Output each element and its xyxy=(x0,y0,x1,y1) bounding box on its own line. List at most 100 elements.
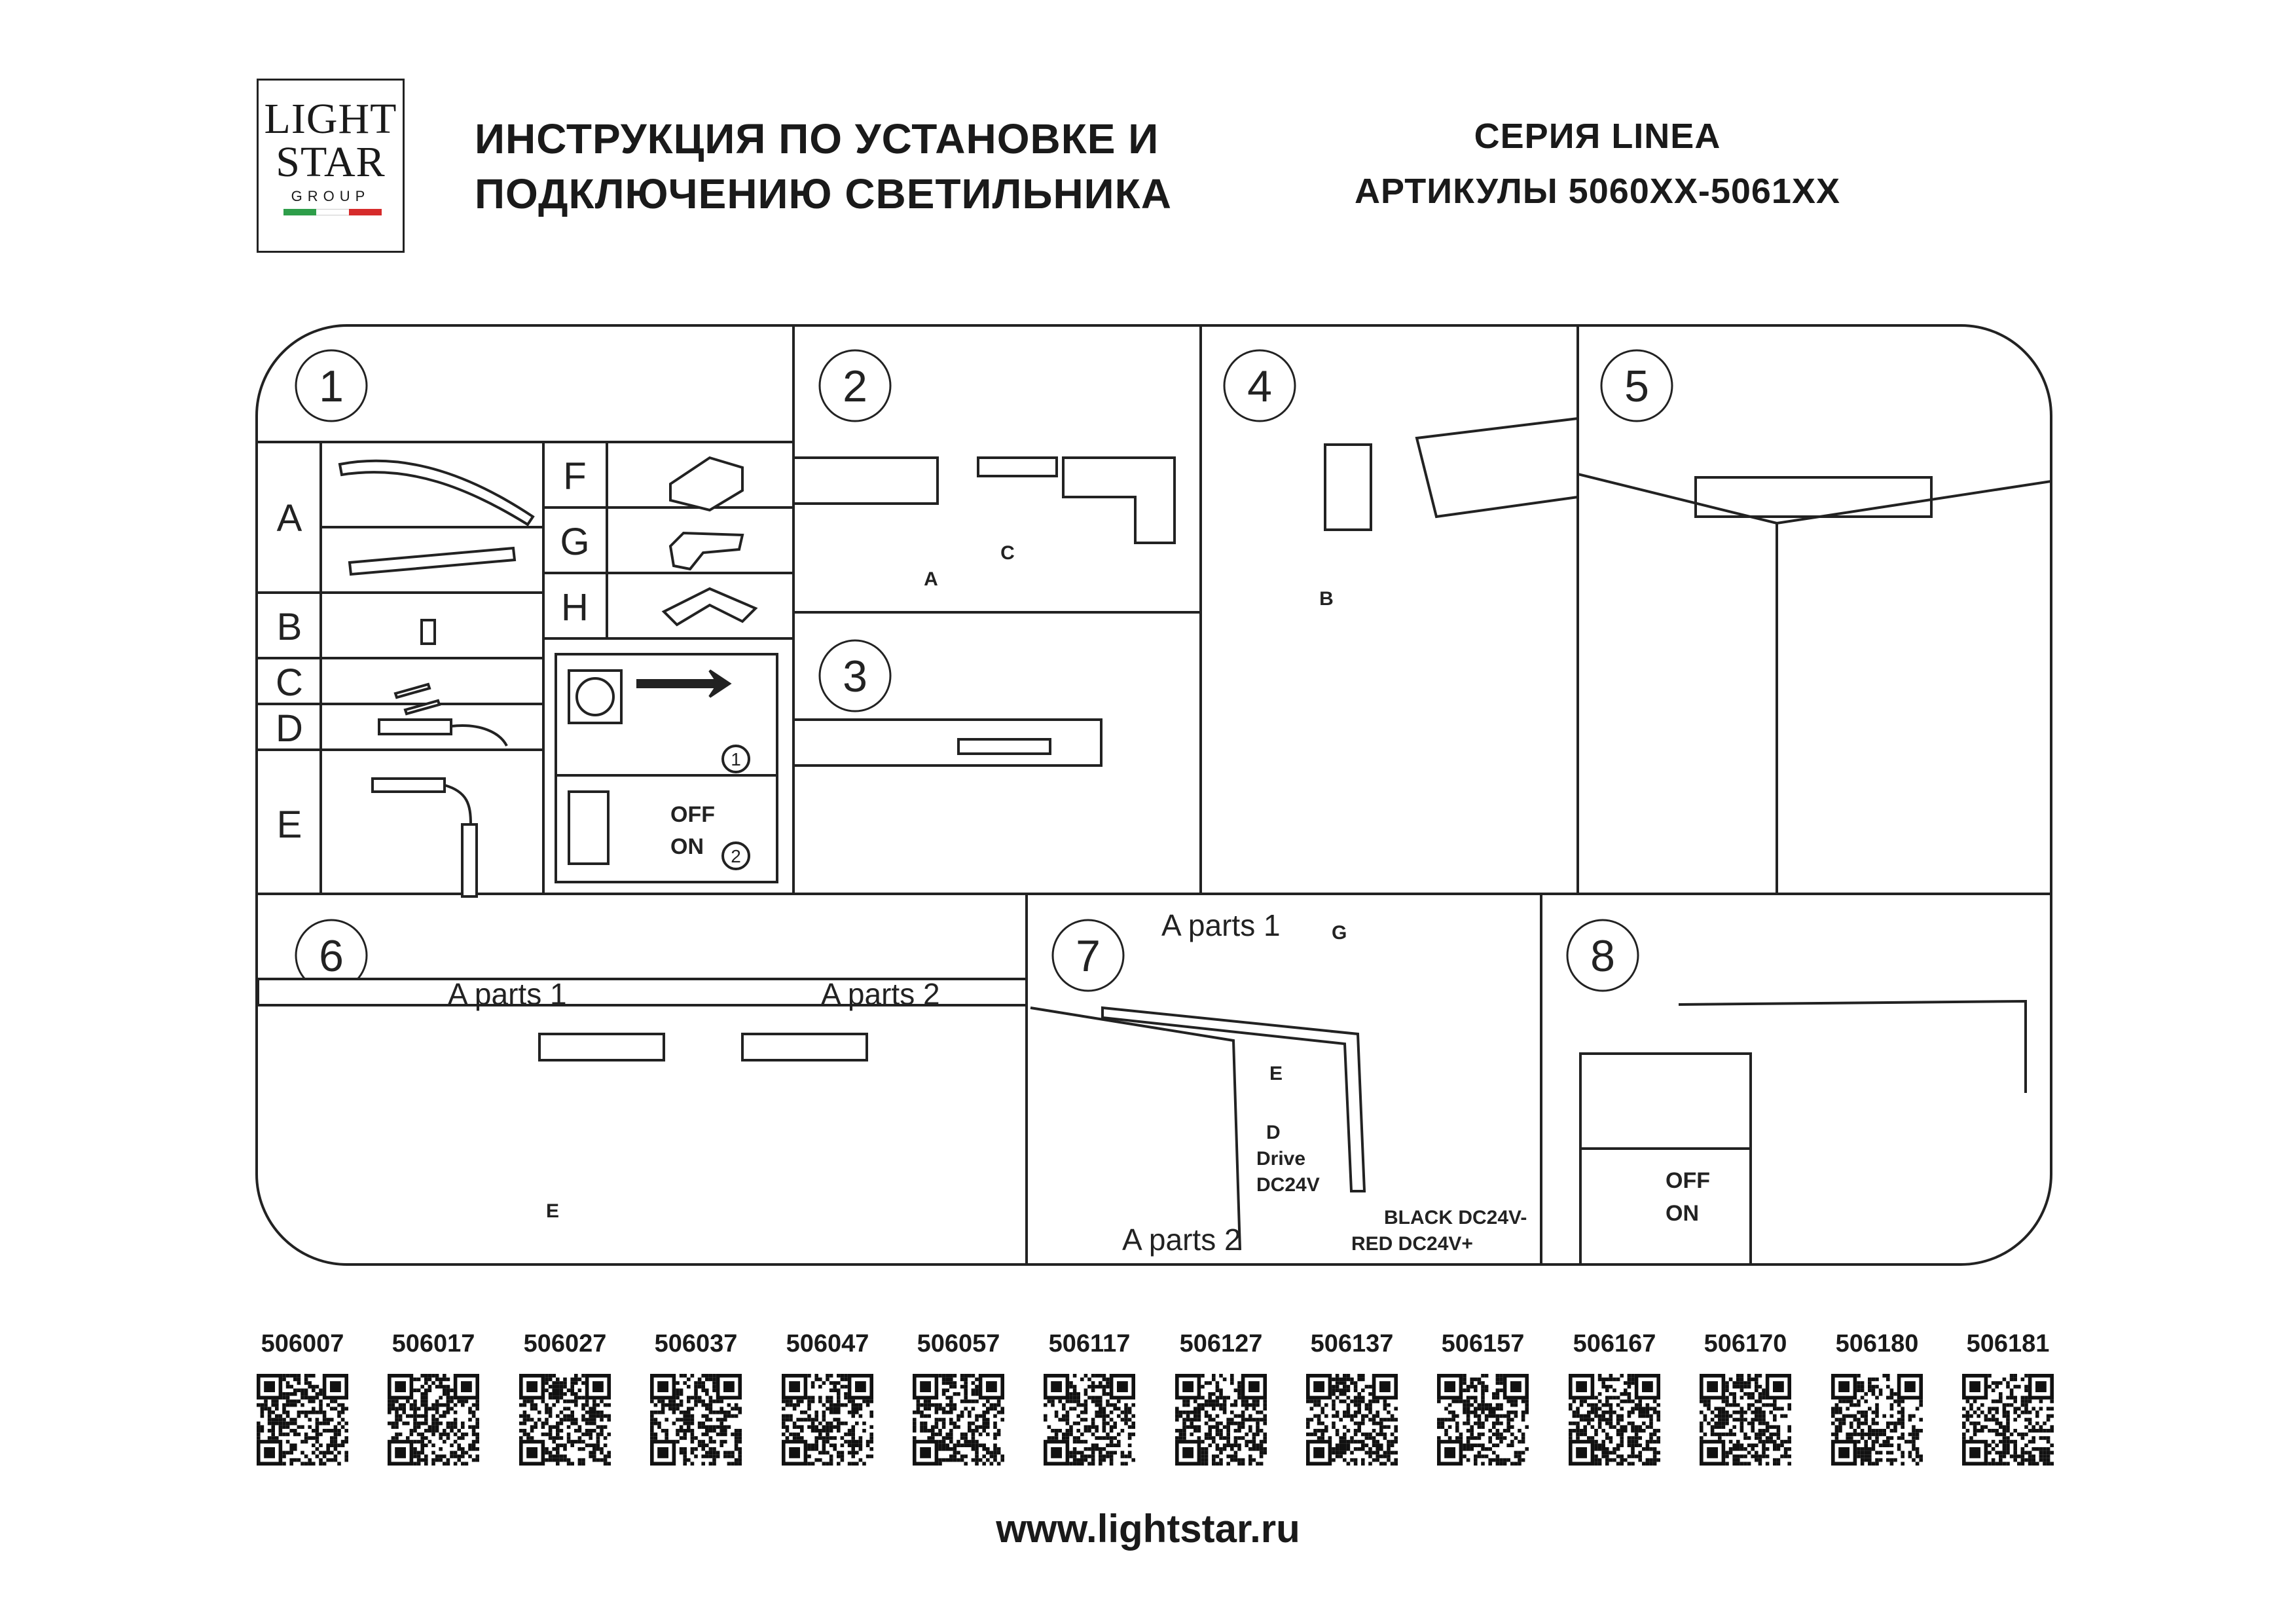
switch-on-label-8: ON xyxy=(1666,1201,1699,1226)
power-block-drawing xyxy=(1324,416,1579,531)
connector-screw-drawing xyxy=(792,718,1102,767)
qr-code-number: 506007 xyxy=(261,1330,344,1357)
drive-voltage-label: DC24V xyxy=(1256,1174,1320,1196)
qr-code-icon xyxy=(1044,1374,1135,1466)
switch-off-label-8: OFF xyxy=(1666,1168,1710,1193)
brand-logo: LIGHT STAR GROUP xyxy=(257,79,405,253)
qr-code-strip: 506007 506017 506027 506037 506047 506057 5061… xyxy=(257,1329,2054,1493)
switch-off-label-1: OFF xyxy=(670,802,715,827)
document-title: ИНСТРУКЦИЯ ПО УСТАНОВКЕ И ПОДКЛЮЧЕНИЮ СВ… xyxy=(475,111,1172,221)
series-name: СЕРИЯ LINEA xyxy=(1474,117,1721,156)
qr-code-number: 506180 xyxy=(1835,1330,1919,1357)
switch-step-2: 2 xyxy=(731,846,741,866)
part-label-c: C xyxy=(276,661,303,704)
part-label-d: D xyxy=(276,707,303,750)
step-number-4: 4 xyxy=(1247,361,1272,411)
socket-switch-box xyxy=(555,653,778,883)
qr-code-icon xyxy=(388,1374,479,1466)
qr-code-icon xyxy=(1700,1374,1791,1466)
qr-code-number: 506017 xyxy=(392,1330,475,1357)
qr-code-item: 506137 xyxy=(1306,1329,1398,1466)
qr-code-icon xyxy=(1569,1374,1660,1466)
socket-step-1: 1 xyxy=(731,749,741,769)
instruction-panel: 1 2 3 4 5 6 7 8 A B C D E F G H xyxy=(255,324,2052,1266)
part-drawings xyxy=(338,456,758,898)
qr-code-number: 506157 xyxy=(1441,1330,1525,1357)
a-parts-2-label-7: A parts 2 xyxy=(1122,1223,1241,1257)
logo-line-1: LIGHT xyxy=(264,95,397,143)
qr-code-number: 506117 xyxy=(1048,1330,1131,1357)
logo-line-2: STAR xyxy=(276,138,386,186)
final-assembly-drawing xyxy=(1579,999,2027,1263)
step-number-6: 6 xyxy=(319,931,344,981)
qr-code-icon xyxy=(782,1374,873,1466)
qr-code-number: 506170 xyxy=(1704,1330,1787,1357)
qr-code-item: 506181 xyxy=(1962,1329,2054,1466)
qr-code-item: 506170 xyxy=(1700,1329,1791,1466)
instruction-diagram: 1 2 3 4 5 6 7 8 A B C D E F G H xyxy=(258,327,2050,1263)
qr-code-number: 506137 xyxy=(1310,1330,1394,1357)
part-label-f: F xyxy=(563,455,586,498)
connector-insert-drawing xyxy=(792,456,1176,544)
qr-code-icon xyxy=(1306,1374,1398,1466)
drive-label: Drive xyxy=(1256,1148,1305,1170)
corner-install-drawing xyxy=(1030,1006,1366,1251)
website-url[interactable]: www.lightstar.ru xyxy=(996,1507,1300,1551)
callout-b-4: B xyxy=(1319,588,1334,610)
part-label-h: H xyxy=(561,586,589,629)
qr-code-icon xyxy=(913,1374,1004,1466)
step-number-2: 2 xyxy=(843,361,867,411)
qr-code-number: 506047 xyxy=(786,1330,869,1357)
callout-c-2: C xyxy=(1000,542,1015,564)
a-parts-1-label-6: A parts 1 xyxy=(448,977,567,1011)
qr-code-icon xyxy=(1962,1374,2054,1466)
qr-code-icon xyxy=(257,1374,348,1466)
series-header: СЕРИЯ LINEA АРТИКУЛЫ 5060XX-5061XX xyxy=(1303,110,1892,217)
title-line-2: ПОДКЛЮЧЕНИЮ СВЕТИЛЬНИКА xyxy=(475,170,1172,217)
article-range: АРТИКУЛЫ 5060XX-5061XX xyxy=(1354,172,1840,211)
black-wire-label: BLACK DC24V- xyxy=(1384,1207,1527,1228)
qr-code-icon xyxy=(1831,1374,1923,1466)
step-number-7: 7 xyxy=(1076,931,1101,981)
part-label-a: A xyxy=(277,497,302,540)
qr-code-icon xyxy=(650,1374,742,1466)
part-label-g: G xyxy=(560,521,589,563)
qr-code-number: 506181 xyxy=(1966,1330,2050,1357)
part-label-b: B xyxy=(277,606,302,648)
qr-code-icon xyxy=(1175,1374,1267,1466)
qr-code-number: 506027 xyxy=(523,1330,607,1357)
qr-code-number: 506127 xyxy=(1179,1330,1263,1357)
qr-code-number: 506167 xyxy=(1573,1330,1656,1357)
qr-code-item: 506180 xyxy=(1831,1329,1923,1466)
callout-d-7: D xyxy=(1266,1122,1281,1143)
part-label-e: E xyxy=(277,803,302,846)
step-number-8: 8 xyxy=(1590,931,1615,981)
qr-code-item: 506007 xyxy=(257,1329,348,1466)
qr-code-item: 506027 xyxy=(519,1329,611,1466)
a-parts-1-label-7: A parts 1 xyxy=(1161,908,1281,942)
italian-flag-stripe xyxy=(283,209,382,215)
qr-code-item: 506127 xyxy=(1175,1329,1267,1466)
qr-code-number: 506037 xyxy=(654,1330,738,1357)
qr-code-item: 506117 xyxy=(1044,1329,1135,1466)
qr-code-icon xyxy=(1437,1374,1529,1466)
logo-line-3: GROUP xyxy=(291,188,371,204)
callout-g-7: G xyxy=(1332,922,1347,944)
qr-code-item: 506047 xyxy=(782,1329,873,1466)
qr-code-item: 506057 xyxy=(913,1329,1004,1466)
qr-code-item: 506037 xyxy=(650,1329,742,1466)
qr-code-item: 506017 xyxy=(388,1329,479,1466)
rail-join-drawing xyxy=(258,978,1028,1061)
switch-on-label-1: ON xyxy=(670,834,704,859)
qr-code-item: 506167 xyxy=(1569,1329,1660,1466)
callout-a-2: A xyxy=(924,568,938,590)
title-line-1: ИНСТРУКЦИЯ ПО УСТАНОВКЕ И xyxy=(475,115,1159,162)
ceiling-mount-drawing xyxy=(1577,473,2050,894)
step-number-1: 1 xyxy=(319,361,344,411)
red-wire-label: RED DC24V+ xyxy=(1351,1233,1473,1255)
a-parts-2-label-6: A parts 2 xyxy=(821,977,940,1011)
step-number-5: 5 xyxy=(1624,361,1649,411)
qr-code-icon xyxy=(519,1374,611,1466)
callout-e-6: E xyxy=(546,1200,559,1222)
qr-code-item: 506157 xyxy=(1437,1329,1529,1466)
